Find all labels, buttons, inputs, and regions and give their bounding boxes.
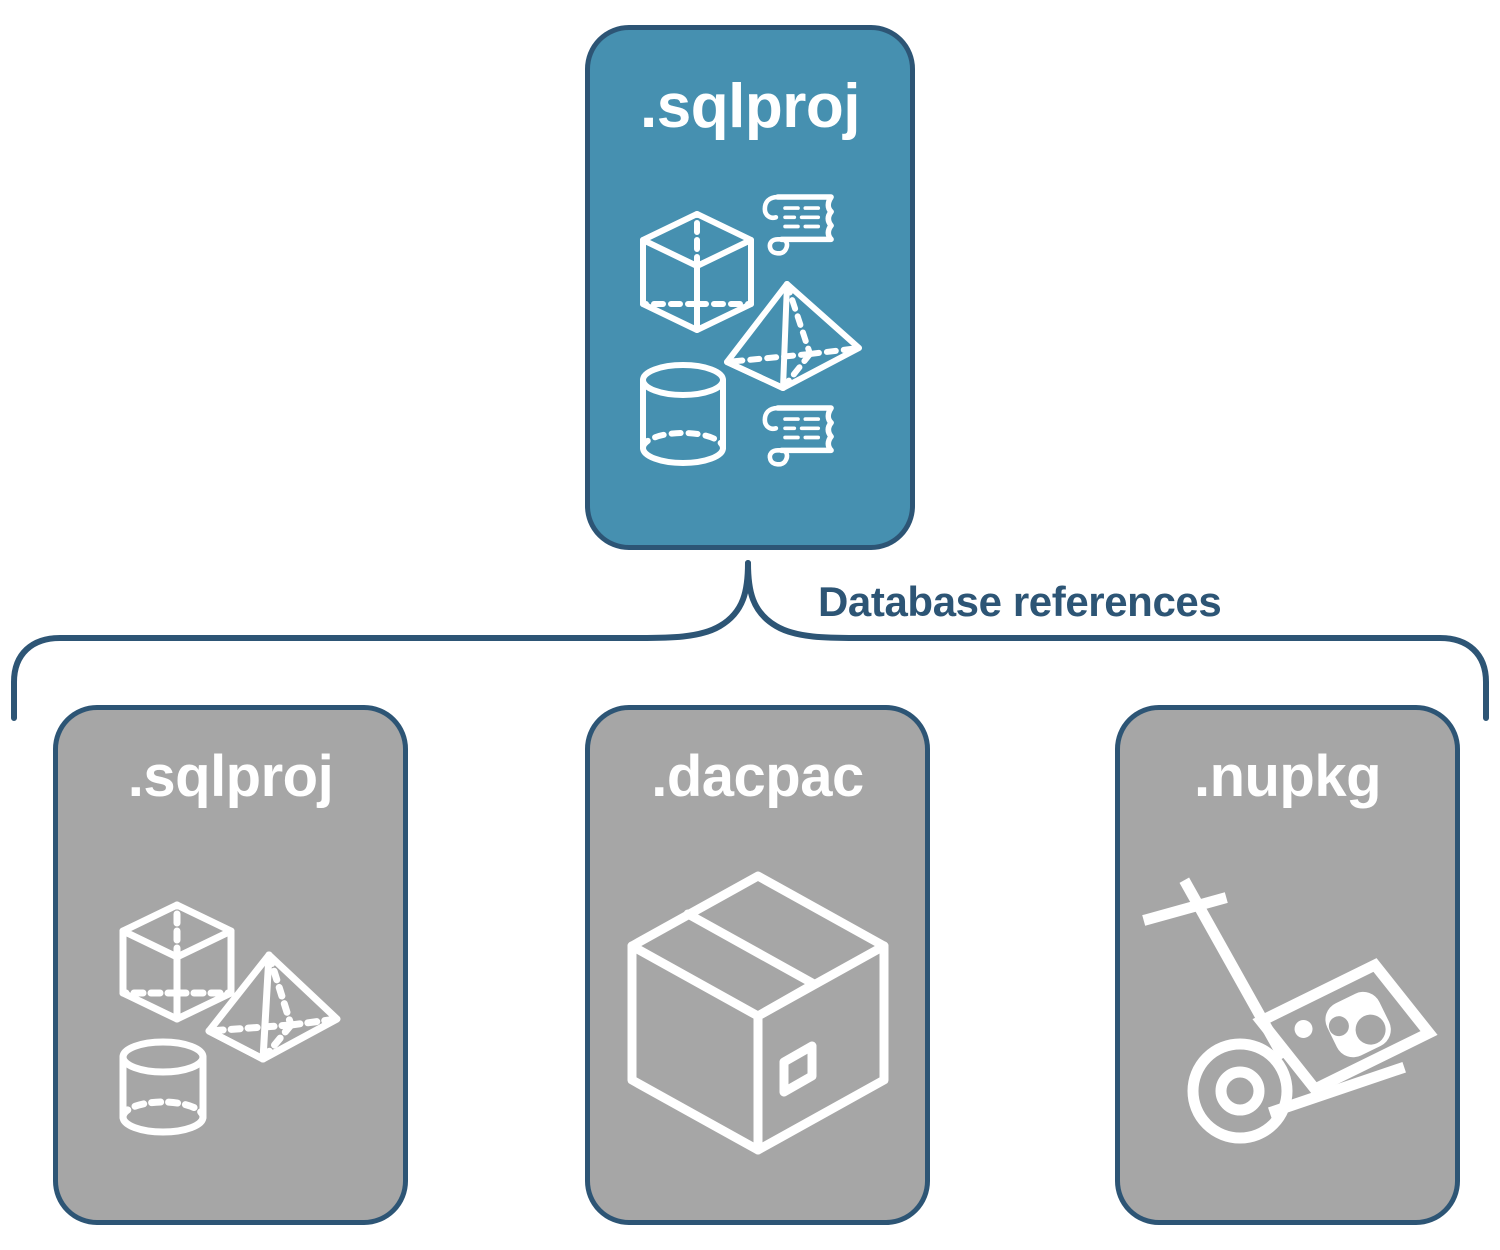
nuget-logo-icon bbox=[1294, 991, 1391, 1058]
child-node-sqlproj[interactable]: .sqlproj bbox=[53, 705, 408, 1225]
root-node-sqlproj[interactable]: .sqlproj bbox=[585, 25, 915, 550]
child-node-dacpac[interactable]: .dacpac bbox=[585, 705, 930, 1225]
cylinder-wireframe-icon bbox=[119, 1038, 206, 1136]
child-sqlproj-icon-group bbox=[119, 901, 340, 1136]
database-references-brace bbox=[11, 560, 1489, 721]
child-node-nupkg[interactable]: .nupkg bbox=[1115, 705, 1460, 1225]
wheel-icon bbox=[1187, 1038, 1292, 1144]
child-node-nupkg-label: .nupkg bbox=[1193, 744, 1382, 809]
pyramid-wireframe-icon bbox=[205, 951, 340, 1063]
scroll-script-icon bbox=[762, 193, 834, 256]
child-node-sqlproj-label: .sqlproj bbox=[127, 744, 334, 809]
carried-box bbox=[1251, 958, 1438, 1096]
child-dacpac-icon-area bbox=[590, 806, 925, 1220]
root-node-icon-area bbox=[590, 138, 910, 545]
child-sqlproj-icon-area bbox=[58, 806, 403, 1220]
root-icon-group bbox=[640, 193, 862, 467]
root-node-label: .sqlproj bbox=[640, 72, 860, 141]
cube-wireframe-icon bbox=[640, 210, 754, 333]
scroll-script-icon bbox=[762, 404, 834, 467]
package-box-icon bbox=[627, 871, 888, 1155]
child-nupkg-icon-area bbox=[1120, 806, 1455, 1220]
hand-truck-nuget-package-icon bbox=[1141, 877, 1438, 1144]
child-node-dacpac-label: .dacpac bbox=[651, 744, 864, 809]
pyramid-wireframe-icon bbox=[724, 280, 862, 391]
brace-label: Database references bbox=[818, 578, 1222, 625]
cylinder-wireframe-icon bbox=[640, 361, 726, 466]
cube-wireframe-icon bbox=[119, 901, 234, 1023]
